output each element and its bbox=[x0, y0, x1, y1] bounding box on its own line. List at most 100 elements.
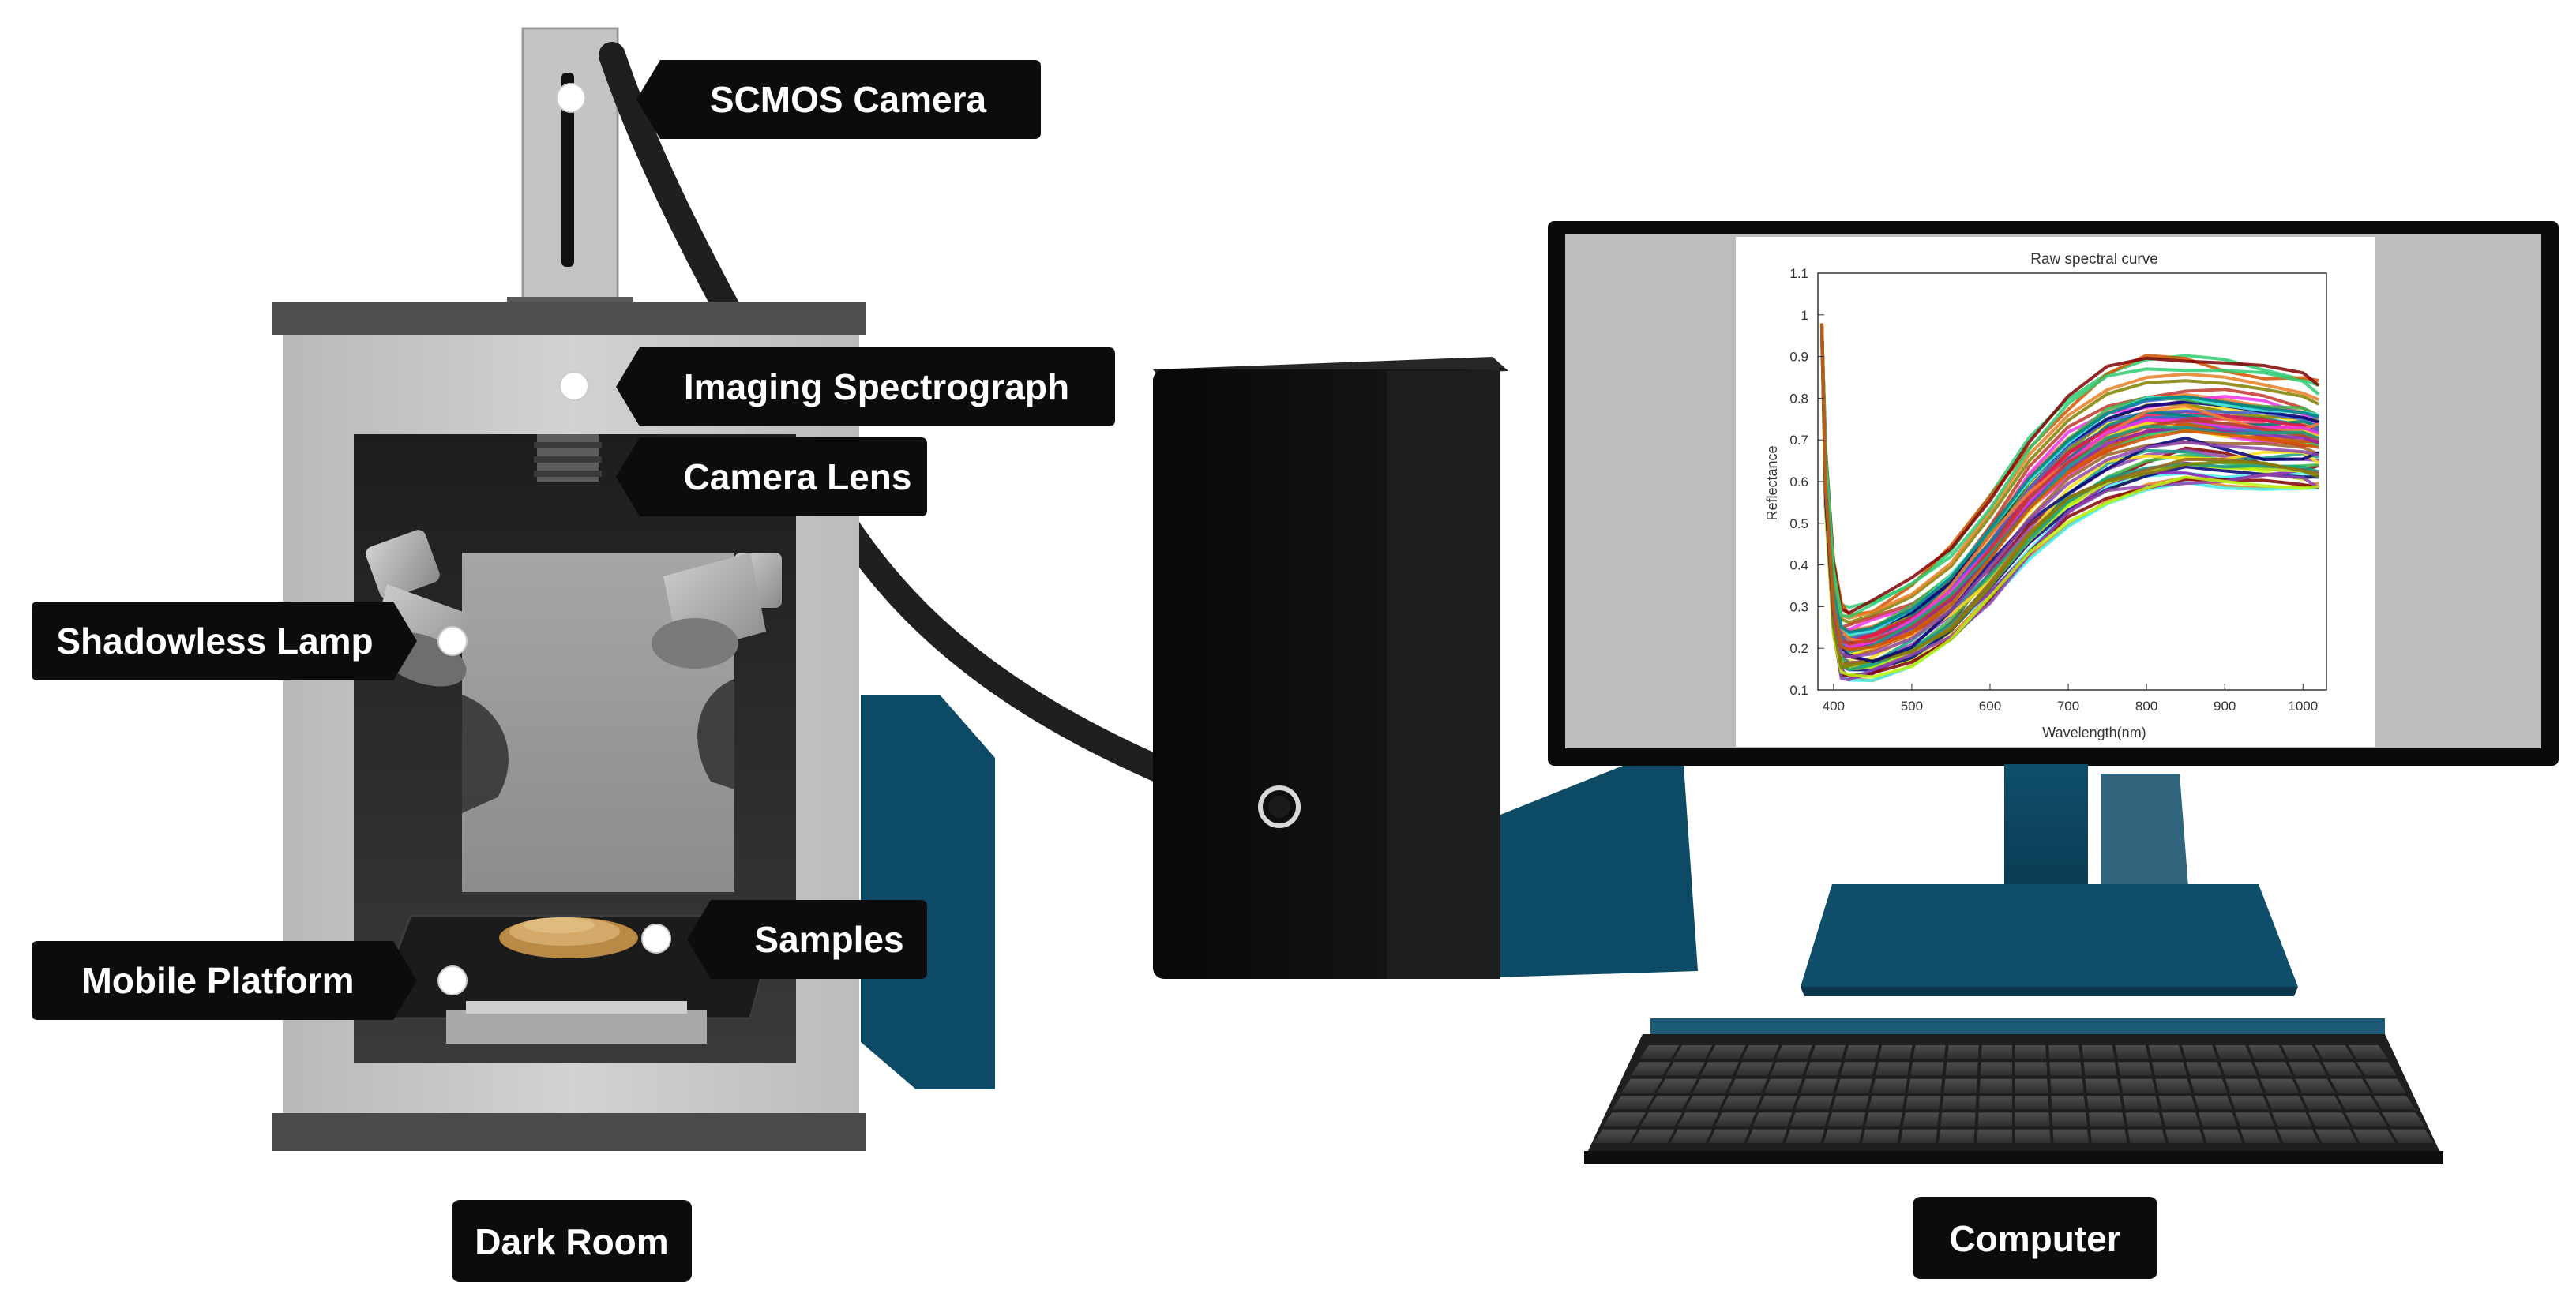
spectral-series-line bbox=[1820, 324, 2319, 634]
label-shadowless-lamp: Shadowless Lamp bbox=[56, 621, 373, 662]
x-tick-label: 400 bbox=[1823, 699, 1845, 714]
keyboard-key bbox=[1865, 1112, 1902, 1127]
keyboard-key bbox=[1800, 1078, 1838, 1093]
keyboard-key bbox=[2015, 1045, 2047, 1059]
keyboard-key bbox=[1677, 1112, 1719, 1127]
keyboard-key bbox=[1648, 1096, 1690, 1110]
label-computer: Computer bbox=[1949, 1218, 2120, 1259]
keyboard-key bbox=[1715, 1112, 1756, 1127]
dot-samples bbox=[641, 924, 671, 954]
keyboard-key bbox=[1776, 1045, 1812, 1059]
keyboard-key bbox=[2202, 1129, 2243, 1143]
callout-computer: Computer bbox=[1913, 1197, 2157, 1279]
monitor-neck bbox=[2004, 764, 2088, 898]
keyboard-key bbox=[1639, 1045, 1680, 1059]
keyboard-key bbox=[2120, 1078, 2156, 1093]
keyboard-key bbox=[2181, 1045, 2217, 1059]
keyboard-key bbox=[1692, 1078, 1733, 1093]
keyboard-key bbox=[2015, 1129, 2051, 1143]
keyboard-key bbox=[2323, 1062, 2363, 1076]
callout-camera-lens: Camera Lens bbox=[616, 437, 927, 516]
keyboard-key bbox=[1942, 1096, 1977, 1110]
keyboard-key bbox=[2049, 1062, 2082, 1076]
x-tick-label: 500 bbox=[1901, 699, 1923, 714]
right-lamp bbox=[652, 553, 782, 669]
keyboard-key bbox=[2225, 1078, 2263, 1093]
keyboard-key bbox=[1729, 1078, 1767, 1093]
callout-imaging-spectrograph: Imaging Spectrograph bbox=[616, 347, 1115, 426]
keyboard-key bbox=[2127, 1129, 2166, 1143]
keyboard-key bbox=[1844, 1045, 1879, 1059]
y-tick-label: 0.8 bbox=[1789, 391, 1808, 406]
camera-mount-slot bbox=[561, 73, 574, 267]
keyboard-key bbox=[2015, 1112, 2050, 1127]
keyboard-key bbox=[2085, 1078, 2120, 1093]
keyboard-key bbox=[1872, 1078, 1908, 1093]
keyboard-key bbox=[1632, 1129, 1675, 1143]
keyboard-key bbox=[2015, 1096, 2049, 1110]
keyboard-key bbox=[2117, 1062, 2153, 1076]
keyboard-key bbox=[1902, 1112, 1940, 1127]
keyboard-key bbox=[1602, 1112, 1646, 1127]
keyboard-key bbox=[2315, 1045, 2354, 1059]
keyboard-key bbox=[1980, 1062, 2012, 1076]
keyboard-key bbox=[1630, 1062, 1671, 1076]
keyboard-key bbox=[1708, 1129, 1750, 1143]
y-tick-label: 0.2 bbox=[1789, 641, 1808, 656]
y-tick-label: 0.4 bbox=[1789, 558, 1808, 573]
keyboard-key bbox=[1747, 1129, 1788, 1143]
keyboard-key bbox=[1612, 1096, 1654, 1110]
keyboard-key bbox=[2365, 1078, 2406, 1093]
keyboard-key bbox=[1785, 1129, 1825, 1143]
callout-dark-room: Dark Room bbox=[452, 1200, 692, 1282]
keyboard-key bbox=[1831, 1096, 1869, 1110]
keyboard-key bbox=[1759, 1096, 1797, 1110]
keyboard-key bbox=[2151, 1062, 2187, 1076]
callout-samples: Samples bbox=[687, 900, 927, 979]
keyboard-key bbox=[1752, 1112, 1793, 1127]
camera-lens-ring-3 bbox=[534, 471, 602, 477]
keyboard-key bbox=[2390, 1129, 2434, 1143]
dark-room bbox=[272, 27, 1182, 1151]
keyboard-key bbox=[2165, 1129, 2204, 1143]
x-tick-label: 800 bbox=[2135, 699, 2157, 714]
keyboard-key bbox=[2161, 1112, 2200, 1127]
chart-y-ticks: 0.10.20.30.40.50.60.70.80.911.1 bbox=[1789, 266, 1824, 698]
keyboard-key bbox=[2123, 1096, 2159, 1110]
spectral-series-line bbox=[1820, 332, 2319, 670]
keyboard-key bbox=[1938, 1129, 1975, 1143]
keyboard-key bbox=[1947, 1045, 1979, 1059]
keyboard-key bbox=[1657, 1078, 1698, 1093]
keyboard-key bbox=[2277, 1129, 2319, 1143]
keyboard-key bbox=[1795, 1096, 1834, 1110]
keyboard-key bbox=[1685, 1096, 1726, 1110]
keyboard-key bbox=[2090, 1129, 2127, 1143]
chart-y-axis-label: Reflectance bbox=[1764, 445, 1780, 520]
keyboard-key bbox=[2082, 1045, 2115, 1059]
keyboard-key bbox=[1621, 1078, 1662, 1093]
keyboard-key bbox=[1722, 1096, 1762, 1110]
samples-pile bbox=[499, 917, 638, 958]
keyboard-key bbox=[2125, 1112, 2162, 1127]
keyboard-key bbox=[1790, 1112, 1829, 1127]
keyboard-key bbox=[1673, 1045, 1713, 1059]
mobile-platform-rail-top bbox=[466, 1001, 687, 1014]
keyboard-key bbox=[2048, 1045, 2081, 1059]
power-button-icon[interactable] bbox=[1258, 785, 1301, 828]
keyboard-key bbox=[2330, 1078, 2371, 1093]
keyboard-key bbox=[2051, 1096, 2086, 1110]
keyboard-key bbox=[2356, 1062, 2398, 1076]
pc-tower bbox=[1153, 357, 1698, 979]
keyboard-key bbox=[2308, 1112, 2350, 1127]
keyboard-key bbox=[1594, 1129, 1638, 1143]
keyboard-key bbox=[1905, 1096, 1941, 1110]
keyboard-key bbox=[1700, 1062, 1740, 1076]
spectral-series-line bbox=[1820, 324, 2320, 619]
dot-scmos-camera bbox=[556, 83, 586, 113]
keyboard-key bbox=[1640, 1112, 1683, 1127]
keyboard-key bbox=[2230, 1096, 2269, 1110]
